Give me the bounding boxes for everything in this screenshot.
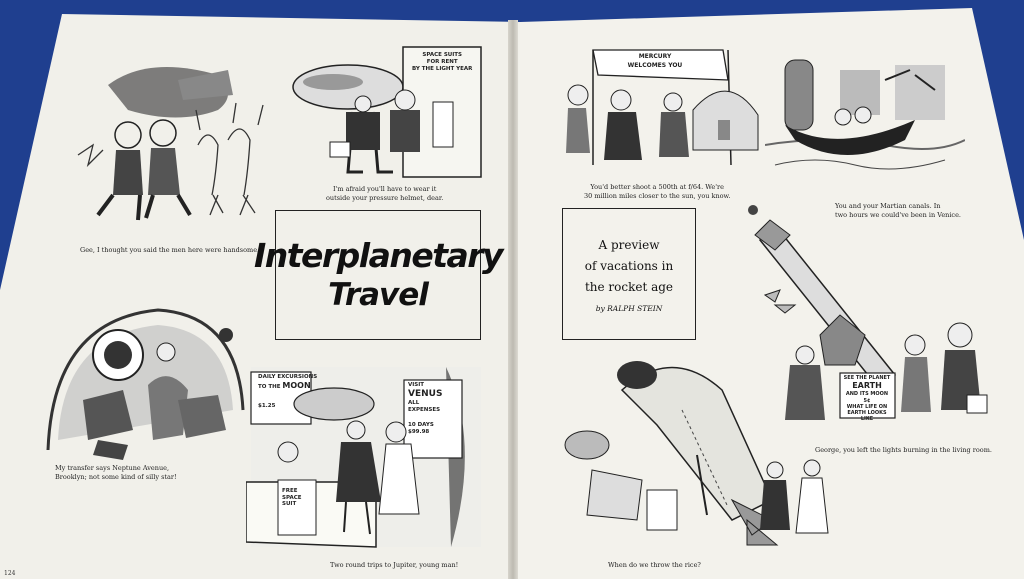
caption-rice: When do we throw the rice?	[608, 561, 701, 569]
cartoon-rice-illustration	[564, 361, 829, 546]
caption-mercury: You'd better shoot a 500th at f/64. We'r…	[584, 183, 731, 200]
caption-venice: You and your Martian canals. In two hour…	[835, 202, 961, 219]
mercury-banner: MERCURY WELCOMES YOU	[627, 53, 683, 69]
caption-handsome: Gee, I thought you said the men here wer…	[80, 246, 260, 254]
caption-space-suits: I'm afraid you'll have to wear it outsid…	[326, 185, 444, 202]
caption-earth: George, you left the lights burning in t…	[815, 446, 992, 454]
free-space-suit-sign: FREE SPACE SUIT	[282, 488, 302, 508]
venus-sign: VISIT VENUS ALL EXPENSES 10 DAYS $99.98	[408, 382, 443, 435]
page-number-left: 124	[4, 570, 16, 577]
article-subtitle-box: A preview of vacations in the rocket age…	[562, 208, 696, 340]
article-title-line-2: Travel	[328, 277, 429, 313]
caption-neptune: My transfer says Neptune Avenue, Brookly…	[55, 464, 177, 481]
article-title-line-1: Interplanetary	[253, 236, 504, 275]
caption-jupiter: Two round trips to Jupiter, young man!	[330, 561, 459, 569]
byline: by RALPH STEIN	[595, 304, 663, 313]
earth-sign: SEE THE PLANET EARTH AND ITS MOON 5¢ WHA…	[843, 375, 891, 423]
cartoon-earth-illustration	[748, 205, 988, 420]
cartoon-venice-illustration	[765, 59, 965, 170]
subtitle-line-2: of vacations in	[584, 259, 674, 273]
subtitle-line-3: the rocket age	[584, 280, 674, 294]
moon-sign: DAILY EXCURSIONS TO THE MOON $1.25	[258, 374, 318, 409]
article-title-box: Interplanetary Travel	[254, 210, 504, 340]
cartoon-handsome-illustration	[77, 67, 264, 221]
cartoon-space-suits-illustration	[292, 46, 482, 178]
cartoon-neptune-illustration	[46, 308, 245, 460]
cartoon-jupiter-illustration	[246, 367, 481, 548]
subtitle-line-1: A preview	[598, 238, 660, 252]
cartoon-mercury-illustration	[566, 49, 759, 166]
page-gutter	[508, 20, 518, 579]
space-suits-sign: SPACE SUITS FOR RENT BY THE LIGHT YEAR	[412, 52, 473, 73]
